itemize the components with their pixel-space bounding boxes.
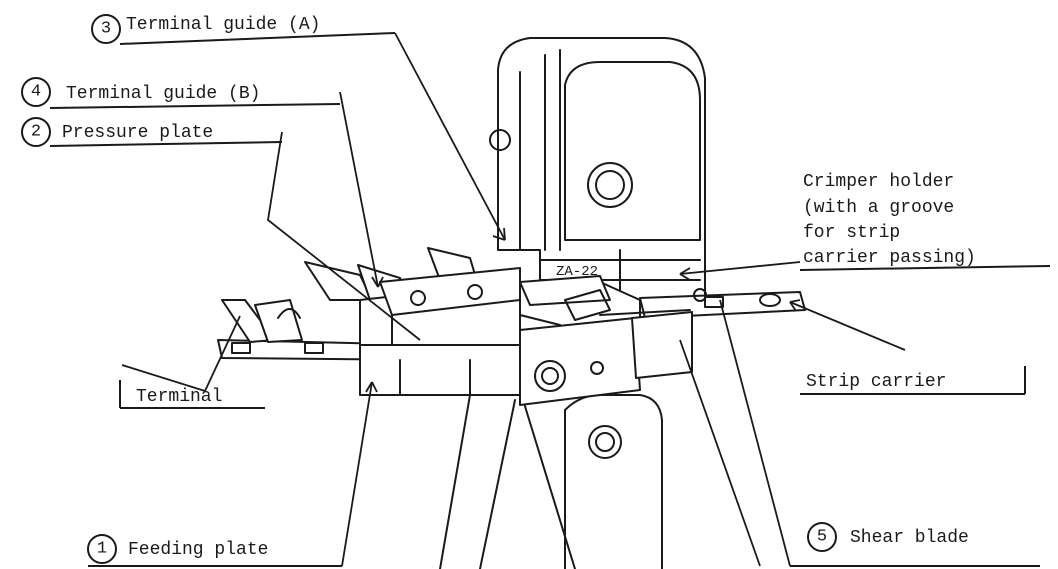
- callout-number: 1: [97, 540, 107, 559]
- feeding-plate-block: [359, 344, 521, 396]
- crimper-holder-housing: ZA-22: [489, 37, 706, 301]
- callout-number: 2: [31, 123, 41, 142]
- leader-lines: [121, 32, 906, 567]
- support-legs: [439, 389, 576, 569]
- callout-number-circle: [91, 14, 121, 44]
- callout-terminal: Terminal: [119, 380, 265, 409]
- callout-shear-blade: 5 Shear blade: [790, 522, 1040, 567]
- crimper-holder-line4: carrier passing): [803, 248, 976, 268]
- callout-pressure-plate: 2 Pressure plate: [21, 117, 283, 147]
- column-bolt: [588, 425, 622, 459]
- crimper-holder-line2: (with a groove: [803, 198, 954, 218]
- terminal-label: Terminal: [136, 387, 222, 407]
- crimper-holder-line3: for strip: [803, 223, 900, 243]
- shear-blade-block: [519, 309, 693, 406]
- callout-number: 4: [31, 83, 41, 102]
- callout-number-circle: [87, 534, 117, 564]
- callout-label: Terminal guide (B): [66, 84, 260, 104]
- callout-terminal-guide-b: 4 Terminal guide (B): [21, 77, 341, 109]
- callout-feeding-plate: 1 Feeding plate: [87, 534, 342, 567]
- ram-column: [564, 394, 663, 569]
- callout-terminal-guide-a: 3 Terminal guide (A): [91, 14, 396, 45]
- callout-label: Terminal guide (A): [126, 15, 320, 35]
- callout-label: Shear blade: [850, 528, 969, 548]
- callout-number-circle: [21, 77, 51, 107]
- strip-carrier-label: Strip carrier: [806, 372, 946, 392]
- callout-number: 3: [101, 20, 111, 39]
- callout-number: 5: [817, 528, 827, 547]
- callout-label: Feeding plate: [128, 540, 268, 560]
- callout-crimper-holder: Crimper holder (with a groove for strip …: [799, 172, 1051, 271]
- holder-knob: [489, 129, 511, 151]
- applicator-drawing: ZA-22: [217, 37, 806, 569]
- crimper-holder-line1: Crimper holder: [803, 172, 954, 192]
- callout-label: Pressure plate: [62, 123, 213, 143]
- callout-number-circle: [21, 117, 51, 147]
- callout-strip-carrier: Strip carrier: [800, 366, 1026, 395]
- callout-number-circle: [807, 522, 837, 552]
